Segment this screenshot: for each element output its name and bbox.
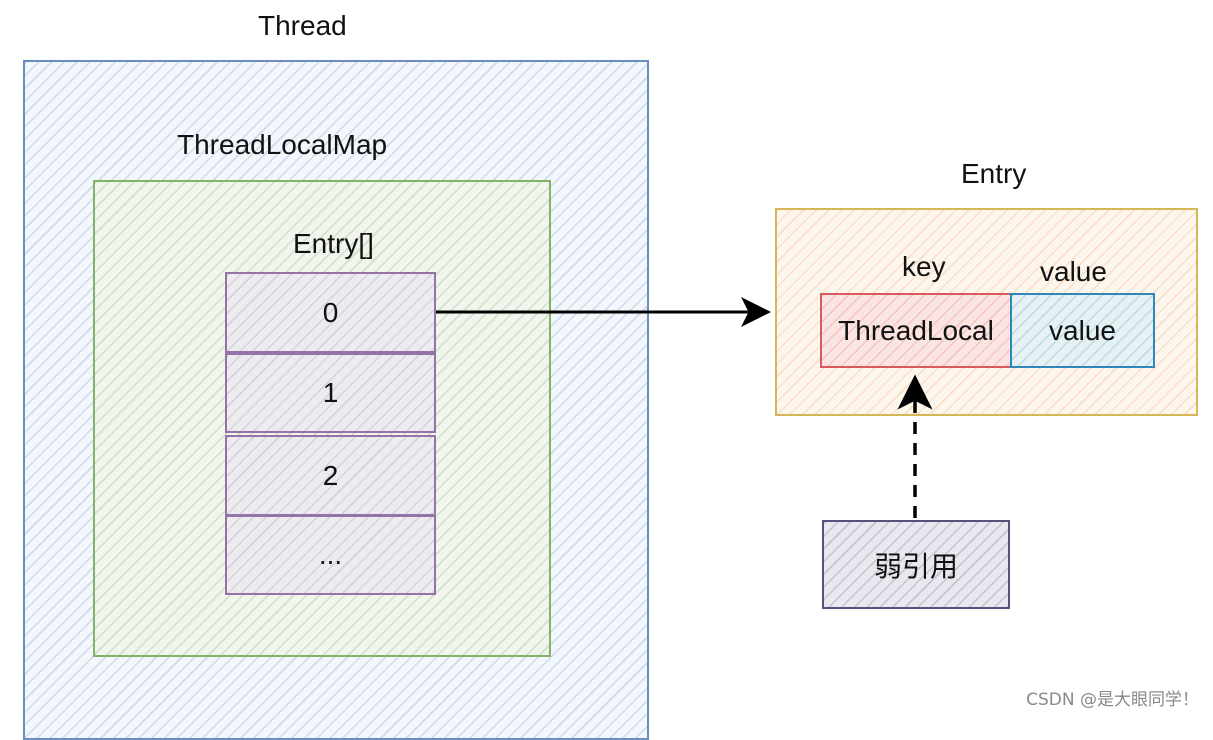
entry-label: Entry [961, 158, 1027, 189]
entry-array-label: Entry[] [293, 228, 374, 259]
entry-array-cell-0: 0 [225, 272, 436, 353]
thread-label: Thread [258, 10, 347, 41]
entry-array-cell-ellipsis: ... [225, 515, 436, 595]
entry-array-cell-1: 1 [225, 353, 436, 433]
thread-local-map-label: ThreadLocalMap [177, 129, 388, 160]
watermark: CSDN @是大眼同学！ [1026, 690, 1199, 710]
connectors [436, 297, 933, 518]
key-label: key [902, 251, 946, 282]
key-box: ThreadLocal [820, 293, 1012, 368]
value-box: value [1010, 293, 1155, 368]
entry-array-cell-2: 2 [225, 435, 436, 516]
weak-reference-box: 弱引用 [822, 520, 1010, 609]
value-label: value [1040, 256, 1107, 287]
